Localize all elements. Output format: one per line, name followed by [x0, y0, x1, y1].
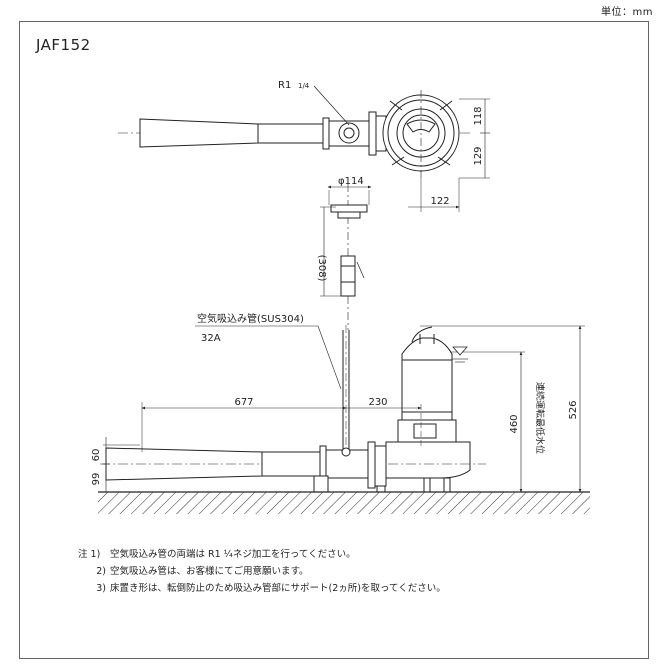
- drawing-frame: [19, 21, 649, 659]
- dim-677: 677: [234, 397, 253, 408]
- dim-phi114: φ114: [338, 176, 364, 187]
- dim-230: 230: [368, 397, 387, 408]
- notes: 注 1) 空気吸込み管の両端は R1 ¼ネジ加工を行ってください。 2) 空気吸込み…: [78, 546, 446, 597]
- dim-122: 122: [430, 196, 449, 207]
- note-3: 3) 床置き形は、転倒防止のため吸込み管部にサポート(2ヵ所)を取ってください。: [78, 580, 446, 597]
- unit-label: 単位：mm: [601, 7, 653, 18]
- thread-fraction: 1/4: [298, 82, 310, 90]
- dim-129: 129: [473, 146, 484, 165]
- dim-60: 60: [91, 449, 102, 462]
- note-2-prefix: 2): [96, 566, 106, 577]
- note-3-prefix: 3): [96, 583, 106, 594]
- top-view: [118, 85, 490, 212]
- note-2: 2) 空気吸込み管は、お客様にてご用意願います。: [78, 563, 446, 580]
- dim-118: 118: [473, 106, 484, 125]
- note-1-prefix: 注 1): [78, 549, 101, 560]
- note-3-text: 床置き形は、転倒防止のため吸込み管部にサポート(2ヵ所)を取ってください。: [110, 583, 446, 594]
- dim-460: 460: [509, 414, 520, 433]
- note-2-text: 空気吸込み管は、お客様にてご用意願います。: [110, 566, 309, 577]
- dim-308: (308): [316, 255, 327, 282]
- pipe-name-label: 空気吸込み管(SUS304): [197, 312, 304, 325]
- note-1-text: 空気吸込み管の両端は R1 ¼ネジ加工を行ってください。: [110, 549, 356, 560]
- note-1: 注 1) 空気吸込み管の両端は R1 ¼ネジ加工を行ってください。: [78, 546, 446, 563]
- side-view: [98, 325, 590, 514]
- pipe-detail: [320, 184, 372, 330]
- model-title: JAF152: [36, 36, 91, 54]
- pipe-size-label: 32A: [201, 333, 221, 344]
- dim-99: 99: [91, 473, 102, 486]
- thread-label: R1: [278, 80, 291, 91]
- water-level-label: 連続運転最低水位: [534, 382, 546, 454]
- dim-526: 526: [568, 400, 579, 419]
